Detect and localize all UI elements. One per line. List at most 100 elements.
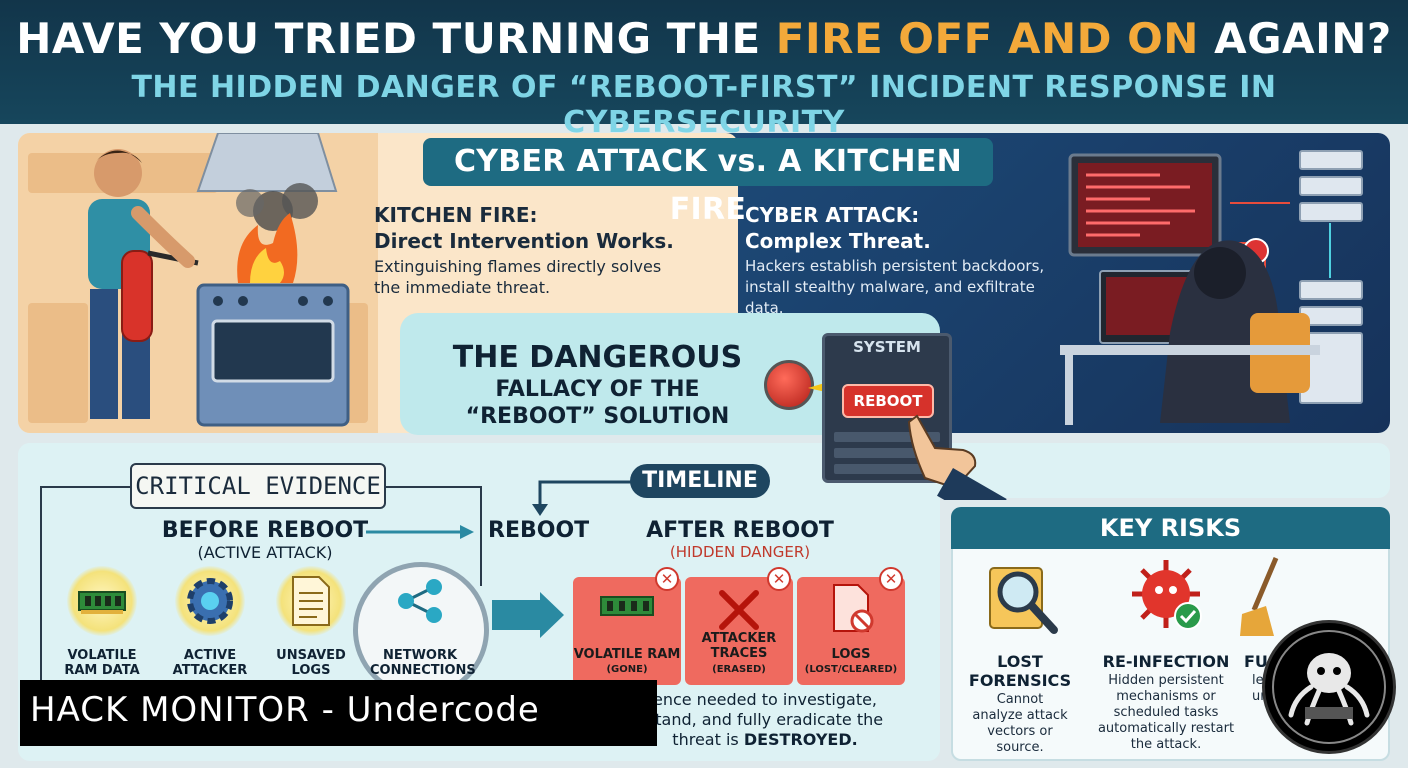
hacker-illustration [1060, 150, 1363, 425]
risk-lost-forensics-description: Cannot analyze attack vectors or source. [972, 692, 1068, 755]
magnifier-lens [353, 562, 489, 698]
evidence-text-line1: ence needed to investigate, [652, 690, 878, 709]
evidence-item-attacker-label-line2: ATTACKER [172, 663, 248, 678]
evidence-destroyed-text: ence needed to investigate, stand, and f… [620, 690, 910, 750]
critical-evidence-label: CRITICAL EVIDENCE [130, 463, 386, 509]
after-reboot-subheading: (HIDDEN DANGER) [669, 543, 811, 561]
kitchen-fire-description: Extinguishing flames directly solves the… [374, 257, 662, 297]
evidence-item-attacker-label-line1: ACTIVE [183, 648, 237, 663]
reboot-stage-label: REBOOT [488, 518, 590, 543]
after-reboot-heading: AFTER REBOOT [646, 518, 834, 543]
document-blocked-icon [833, 584, 874, 633]
title-highlight: FIRE OFF AND ON [775, 14, 1199, 63]
close-icon: ✕ [655, 567, 679, 591]
evidence-item-ram: VOLATILE RAM DATA [52, 566, 152, 686]
cyber-attack-heading-line2: Complex Threat. [745, 229, 931, 253]
octopus-logo-graphic [1272, 630, 1386, 744]
comparison-divider-arrow [670, 170, 716, 310]
evidence-item-logs-label-line2: LOGS [291, 663, 331, 678]
evidence-text-line3: threat is [672, 730, 744, 749]
fallacy-title: THE DANGEROUS [452, 340, 743, 375]
risk-lost-forensics-heading-line2: FORENSICS [968, 671, 1072, 690]
fallacy-subtitle-line1: FALLACY OF THE [495, 377, 700, 402]
watermark-banner [20, 680, 657, 746]
share-network-icon [385, 566, 455, 636]
header-bar [0, 0, 1408, 124]
kitchen-illustration [18, 133, 378, 433]
octopus-logo-icon [1262, 620, 1396, 754]
cyber-attack-heading-line1: CYBER ATTACK: [745, 203, 920, 227]
lost-item-logs: LOGS (LOST/CLEARED) [797, 577, 905, 685]
title-suffix: AGAIN? [1198, 14, 1392, 63]
evidence-item-ram-label: VOLATILE RAM DATA [52, 648, 152, 678]
risk-third-heading: FU [1244, 652, 1268, 671]
evidence-item-network-label: NETWORK CONNECTIONS [370, 648, 476, 678]
lost-item-traces: ATTACKER TRACES (ERASED) [685, 577, 793, 685]
evidence-item-network-label-line1: NETWORK [382, 648, 458, 663]
server-label: SYSTEM [853, 338, 921, 356]
before-reboot-heading: BEFORE REBOOT [161, 518, 369, 543]
lost-item-logs-label-line1: LOGS [831, 647, 871, 662]
evidence-item-logs-label: UNSAVED LOGS [261, 648, 361, 678]
virus-icon [1126, 556, 1206, 636]
lost-item-ram-label: VOLATILE RAM (GONE) [573, 647, 681, 677]
timeline-arrow-icon [532, 480, 633, 516]
fallacy-subtitle-line2: “REBOOT” SOLUTION [465, 404, 730, 429]
lost-item-traces-label-line2: TRACES [710, 646, 768, 661]
right-arrow-icon [366, 525, 474, 539]
transition-arrow-icon [540, 592, 564, 638]
evidence-bracket-right [386, 486, 482, 586]
kitchen-fire-heading: KITCHEN FIRE: Direct Intervention Works. [374, 202, 674, 254]
evidence-item-network-label-line2: CONNECTIONS [370, 663, 476, 678]
lost-item-ram-label-line1: VOLATILE RAM [573, 647, 681, 662]
document-icon [276, 566, 346, 636]
risk-lost-forensics-heading: LOST FORENSICS [950, 652, 1090, 690]
kitchen-fire-heading-line1: KITCHEN FIRE: [374, 203, 538, 227]
evidence-item-ram-label-line2: RAM DATA [64, 663, 140, 678]
gear-icon [175, 566, 245, 636]
lost-item-ram: VOLATILE RAM (GONE) [573, 577, 681, 685]
timeline-label: TIMELINE [630, 464, 770, 498]
pointing-hand-icon [907, 414, 1007, 500]
close-icon: ✕ [879, 567, 903, 591]
key-risks-heading: KEY RISKS [951, 507, 1390, 549]
evidence-bracket-left [40, 486, 130, 686]
lost-item-traces-label: ATTACKER TRACES (ERASED) [685, 631, 793, 677]
risk-reinfection-heading: RE-INFECTION [1102, 652, 1230, 671]
transition-arrow-shaft [492, 600, 542, 630]
main-title: HAVE YOU TRIED TURNING THE FIRE OFF AND … [0, 14, 1408, 63]
evidence-item-ram-label-line1: VOLATILE [67, 648, 137, 663]
risk-third: FU lea una [1240, 556, 1280, 705]
server-rack-slot [834, 448, 940, 458]
before-reboot-subheading: (ACTIVE ATTACK) [197, 543, 333, 562]
kitchen-fire-heading-line2: Direct Intervention Works. [374, 229, 674, 253]
evidence-item-attacker: ACTIVE ATTACKER [160, 566, 260, 686]
risk-lost-forensics-heading-line1: LOST [997, 652, 1043, 671]
broom-icon [1240, 556, 1280, 636]
lost-item-ram-status: (GONE) [606, 664, 648, 675]
fallacy-subtitle: FALLACY OF THE “REBOOT” SOLUTION [400, 376, 795, 430]
evidence-item-network: NETWORK CONNECTIONS [370, 566, 476, 686]
evidence-text-line2: stand, and fully eradicate the [646, 710, 884, 729]
risk-reinfection: RE-INFECTION Hidden persistent mechanism… [1096, 556, 1236, 753]
risk-lost-forensics: LOST FORENSICS Cannot analyze attack vec… [950, 556, 1090, 756]
lost-item-logs-label: LOGS (LOST/CLEARED) [797, 647, 905, 677]
cyber-attack-heading: CYBER ATTACK: Complex Threat. [745, 202, 931, 254]
reboot-button[interactable]: REBOOT [842, 384, 934, 418]
magnifier-folder-icon [980, 556, 1060, 636]
title-prefix: HAVE YOU TRIED TURNING THE [16, 14, 776, 63]
cyber-attack-description: Hackers establish persistent backdoors, … [745, 257, 1045, 317]
server-rack-slot [834, 464, 940, 474]
evidence-item-attacker-label: ACTIVE ATTACKER [160, 648, 260, 678]
lost-item-logs-status: (LOST/CLEARED) [804, 664, 898, 675]
evidence-item-logs: UNSAVED LOGS [261, 566, 361, 686]
comparison-banner: CYBER ATTACK vs. A KITCHEN FIRE [423, 138, 993, 227]
red-button-icon [764, 360, 814, 410]
cross-mark-icon [719, 590, 759, 630]
lost-item-traces-status: (ERASED) [712, 664, 766, 675]
server-rack-slot [834, 432, 940, 442]
evidence-item-logs-label-line1: UNSAVED [276, 648, 346, 663]
evidence-text-emphasis: DESTROYED. [743, 730, 858, 749]
close-icon: ✕ [767, 567, 791, 591]
